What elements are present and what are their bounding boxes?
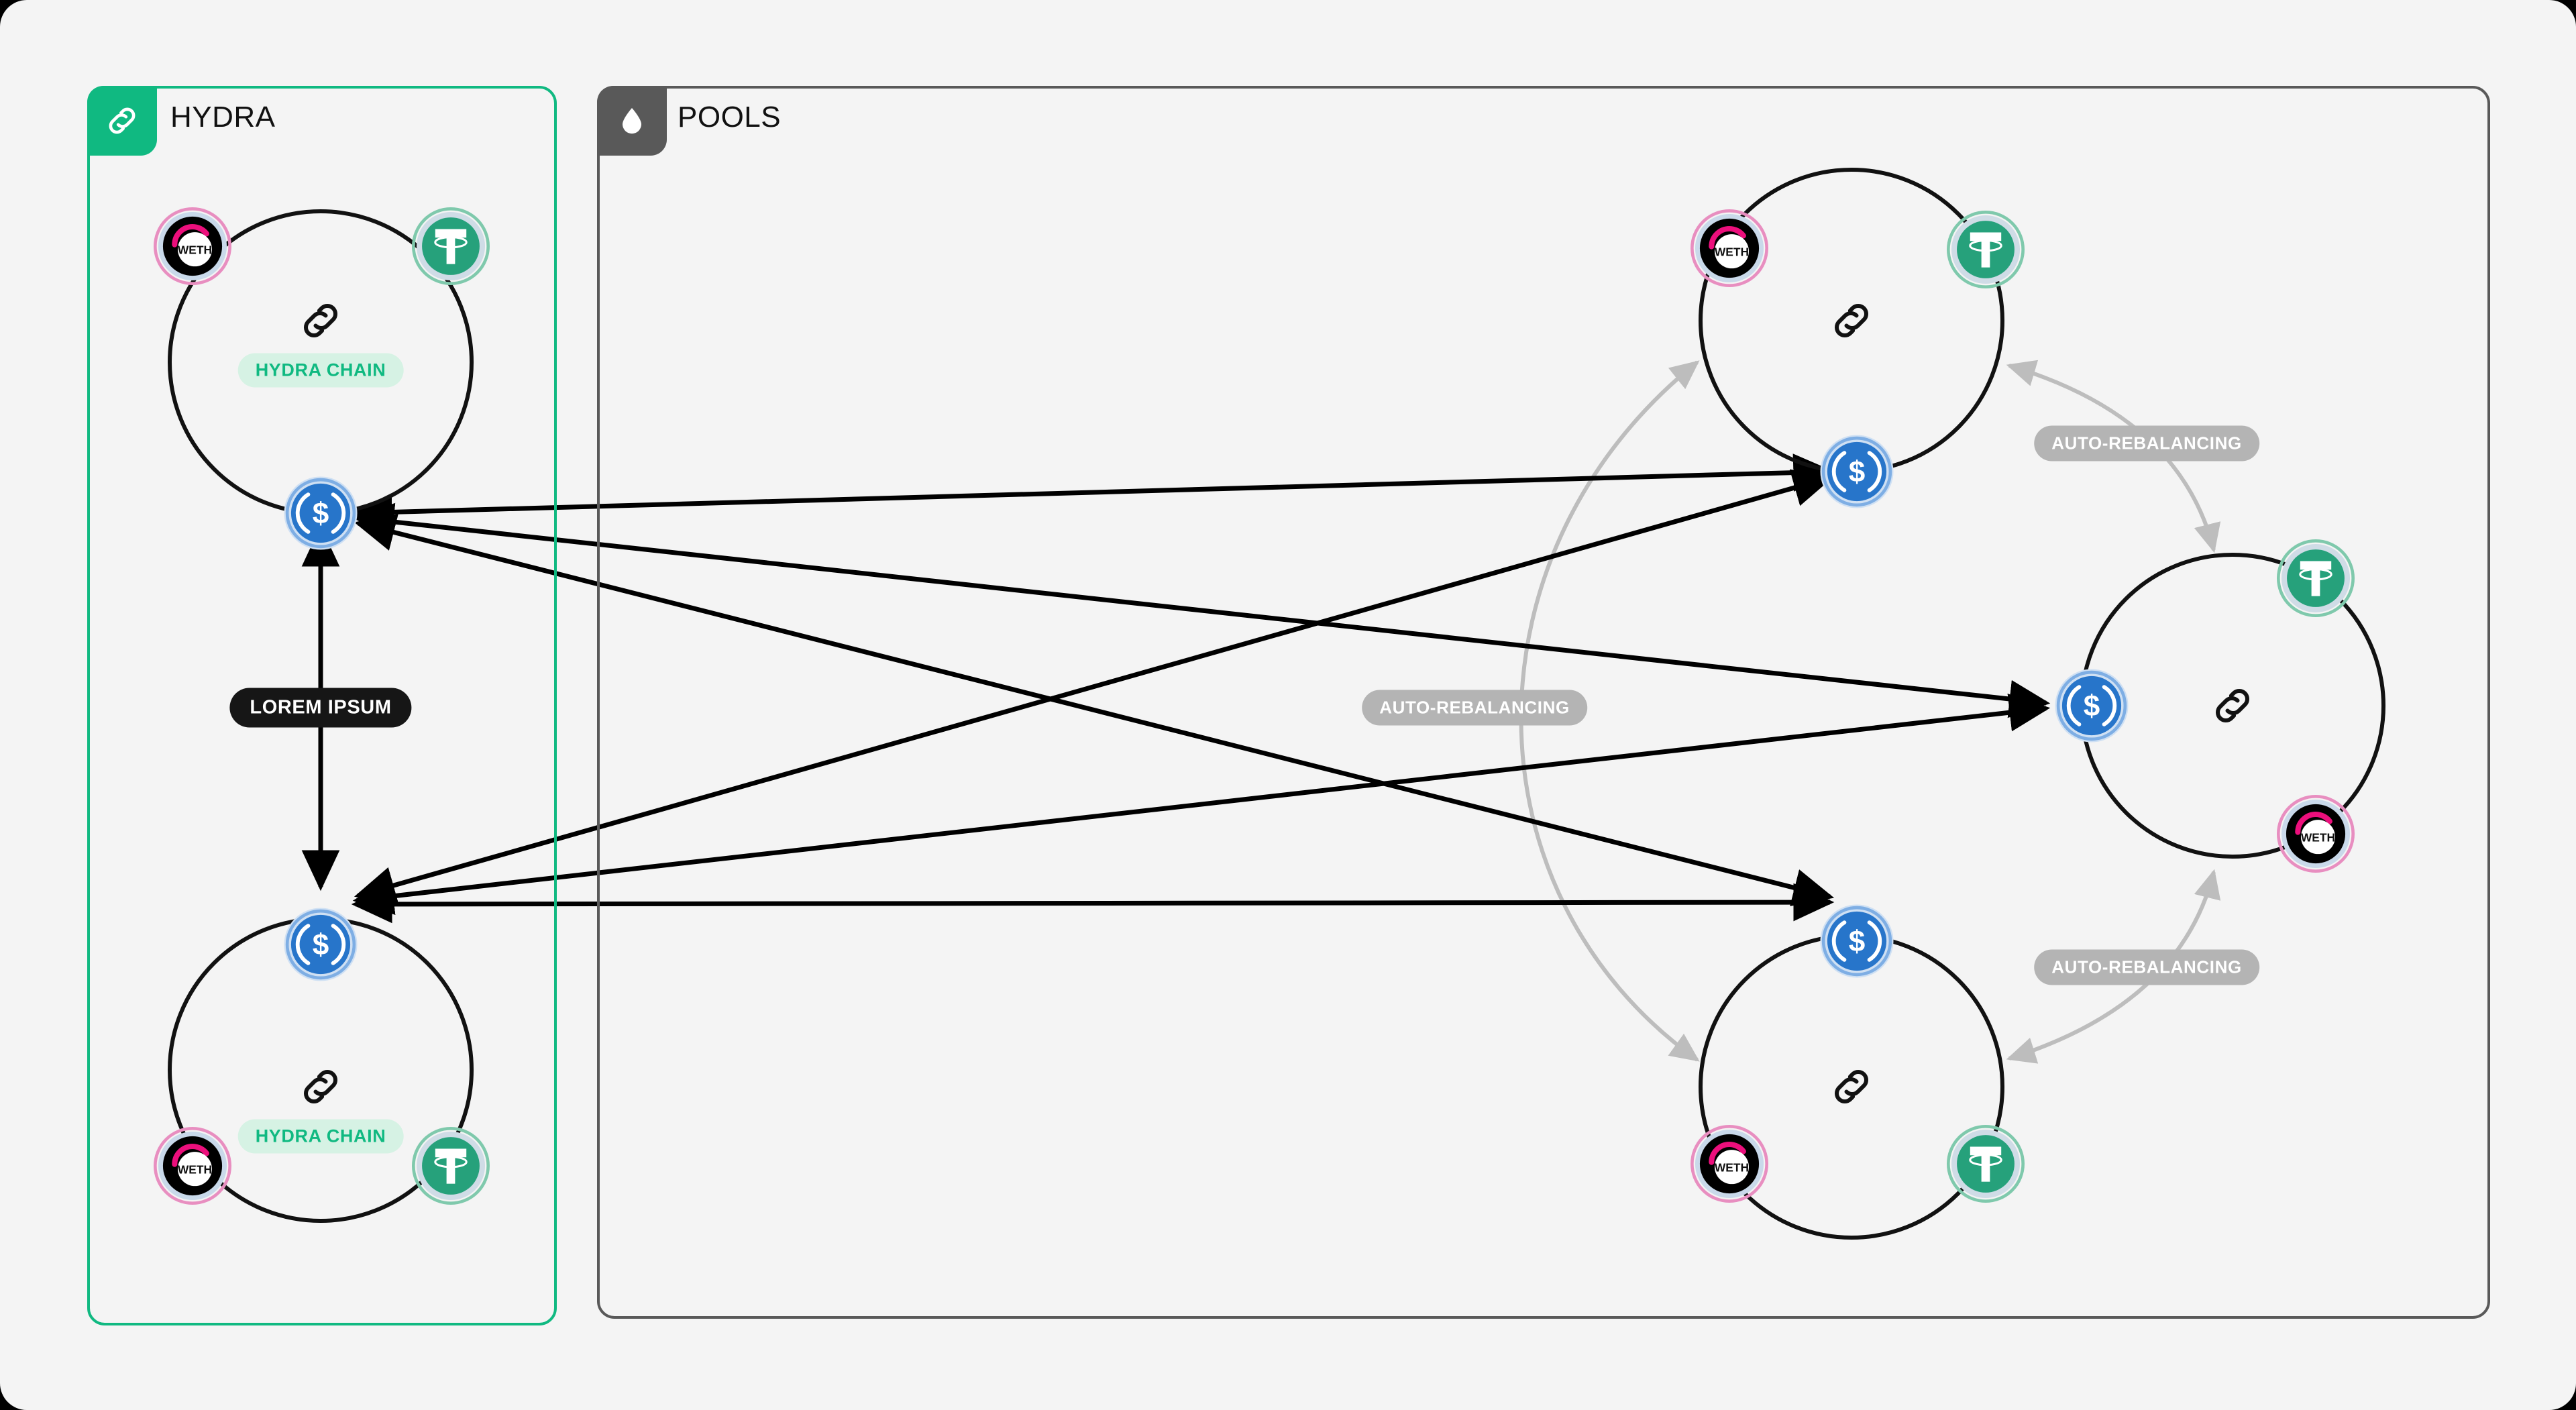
- panel-pools-tab: [597, 86, 667, 156]
- bridge-label: LOREM IPSUM: [229, 688, 412, 728]
- token-usdc[interactable]: $: [2053, 667, 2131, 745]
- usdc-token-icon: $: [1820, 904, 1894, 978]
- panel-hydra-tab: [87, 86, 157, 156]
- chain-badge-hydra-top: HYDRA CHAIN: [237, 353, 404, 388]
- token-usdt[interactable]: [2277, 539, 2355, 617]
- token-usdc[interactable]: $: [282, 474, 360, 552]
- token-usdc[interactable]: $: [1818, 433, 1896, 510]
- token-weth[interactable]: WETH: [1690, 1125, 1768, 1203]
- token-weth[interactable]: WETH: [154, 207, 231, 285]
- weth-token-icon: WETH: [2277, 795, 2355, 873]
- pool-center-icon-hydra-bottom: [297, 1063, 345, 1111]
- pool-center-icon-pool-bottom: [1827, 1063, 1876, 1111]
- usdt-token-icon: [2277, 539, 2355, 617]
- svg-text:WETH: WETH: [1715, 1161, 1749, 1175]
- token-weth[interactable]: WETH: [154, 1127, 231, 1205]
- pool-center-icon-pool-right: [2208, 682, 2257, 730]
- chain-badge-hydra-bottom: HYDRA CHAIN: [237, 1119, 404, 1154]
- svg-text:$: $: [313, 497, 329, 530]
- pool-center-icon-pool-top: [1827, 296, 1876, 345]
- usdt-token-icon: [1947, 211, 2025, 288]
- link-chain-icon: [304, 1070, 337, 1103]
- token-usdt[interactable]: [1947, 211, 2025, 288]
- link-chain-icon: [1835, 304, 1868, 337]
- svg-text:$: $: [1849, 925, 1866, 958]
- panel-hydra-title: HYDRA: [170, 101, 276, 133]
- weth-token-icon: WETH: [154, 1127, 231, 1205]
- transfer-edge-5: [352, 693, 2051, 916]
- rebalance-label-top: AUTO-REBALANCING: [2034, 425, 2259, 462]
- panel-hydra[interactable]: [87, 86, 557, 1325]
- token-weth[interactable]: WETH: [1690, 209, 1768, 287]
- svg-text:WETH: WETH: [178, 1163, 212, 1177]
- rebalance-label-bottom: AUTO-REBALANCING: [2034, 949, 2259, 985]
- usdt-token-icon: [412, 1127, 490, 1205]
- transfer-edge-6: [351, 883, 1835, 924]
- panel-pools-title: POOLS: [678, 101, 782, 133]
- transfer-edges: [351, 453, 2051, 924]
- usdt-token-icon: [1947, 1125, 2025, 1203]
- token-usdc[interactable]: $: [282, 906, 360, 983]
- token-usdt[interactable]: [412, 1127, 490, 1205]
- usdt-token-icon: [412, 207, 490, 285]
- usdc-token-icon: $: [284, 908, 358, 981]
- pool-center-icon-hydra-top: [297, 296, 345, 345]
- link-chain-icon: [2216, 689, 2249, 722]
- link-chain-icon: [304, 304, 337, 337]
- svg-text:WETH: WETH: [1715, 246, 1749, 259]
- link-chain-icon: [1835, 1070, 1868, 1103]
- panel-pools[interactable]: [597, 86, 2490, 1319]
- svg-text:WETH: WETH: [2301, 831, 2335, 845]
- token-usdt[interactable]: [412, 207, 490, 285]
- weth-token-icon: WETH: [154, 207, 231, 285]
- token-usdc[interactable]: $: [1818, 902, 1896, 980]
- token-usdt[interactable]: [1947, 1125, 2025, 1203]
- link-chain-icon: [109, 107, 136, 134]
- usdc-token-icon: $: [284, 476, 358, 550]
- svg-text:$: $: [2084, 690, 2100, 722]
- usdc-token-icon: $: [2055, 669, 2129, 743]
- token-weth[interactable]: WETH: [2277, 795, 2355, 873]
- svg-text:WETH: WETH: [178, 243, 212, 257]
- weth-token-icon: WETH: [1690, 1125, 1768, 1203]
- weth-token-icon: WETH: [1690, 209, 1768, 287]
- droplet-icon: [623, 108, 641, 134]
- usdc-token-icon: $: [1820, 435, 1894, 508]
- svg-text:$: $: [313, 928, 329, 961]
- svg-text:$: $: [1849, 455, 1866, 488]
- rebalance-label-middle: AUTO-REBALANCING: [1362, 690, 1587, 726]
